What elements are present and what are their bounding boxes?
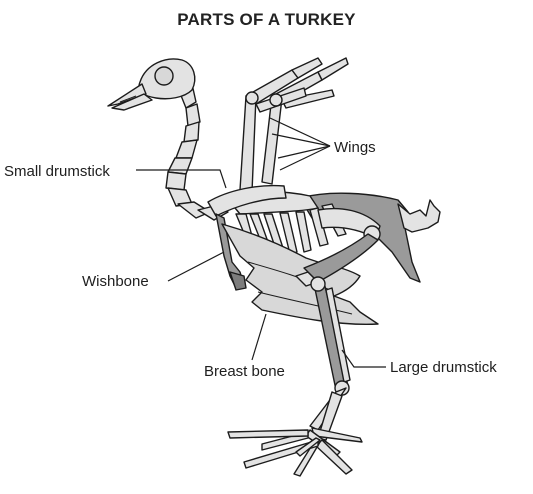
label-small-drumstick: Small drumstick [4, 163, 110, 180]
label-wishbone: Wishbone [82, 273, 149, 290]
label-breast-bone: Breast bone [204, 363, 285, 380]
wing-bones [239, 57, 349, 193]
lower-legs [227, 387, 363, 477]
shoulder [207, 184, 287, 217]
label-wings: Wings [334, 139, 376, 156]
label-large-drumstick: Large drumstick [390, 359, 497, 376]
neck [165, 83, 229, 221]
leader-lines [136, 117, 386, 368]
breast-bone [221, 223, 379, 326]
large-drumstick-bone [310, 276, 351, 396]
small-drumstick-bone [303, 233, 379, 283]
diagram-title: PARTS OF A TURKEY [177, 10, 356, 29]
skull [107, 58, 196, 111]
